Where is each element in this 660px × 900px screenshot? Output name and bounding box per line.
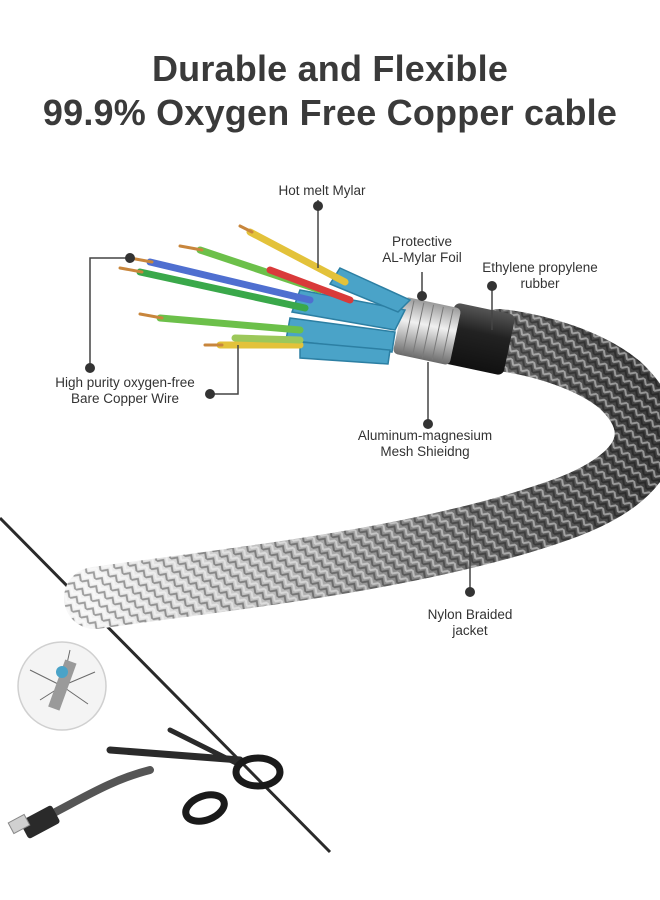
braided-cable xyxy=(64,309,660,629)
callout-dots xyxy=(85,201,497,597)
scissors-icon xyxy=(106,727,284,825)
copper-wire-tips xyxy=(118,224,254,347)
rubber-layer xyxy=(443,303,515,375)
callout-hot-melt-mylar: Hot melt Mylar xyxy=(278,183,366,198)
inner-wires xyxy=(136,228,354,349)
headline-line-1: Durable and Flexible xyxy=(151,48,509,89)
callout-lines xyxy=(89,200,493,592)
inset-circle-image xyxy=(17,641,107,731)
callout-nylon-jacket: Nylon Braided jacket xyxy=(427,607,513,638)
mesh-shield-sleeve xyxy=(393,297,461,365)
callout-protective-foil: Protective AL-Mylar Foil xyxy=(382,234,462,265)
callout-mesh-shielding: Aluminum-magnesium Mesh Shieidng xyxy=(357,428,493,459)
divider-line xyxy=(0,516,332,854)
foil-shielded-pairs xyxy=(285,267,412,365)
usb-plug-icon xyxy=(7,766,154,839)
callout-ethylene-rubber: Ethylene propylene rubber xyxy=(482,260,598,291)
callout-copper-wire: High purity oxygen-free Bare Copper Wire xyxy=(55,375,195,406)
headline-line-2: 99.9% Oxygen Free Copper cable xyxy=(42,92,618,133)
